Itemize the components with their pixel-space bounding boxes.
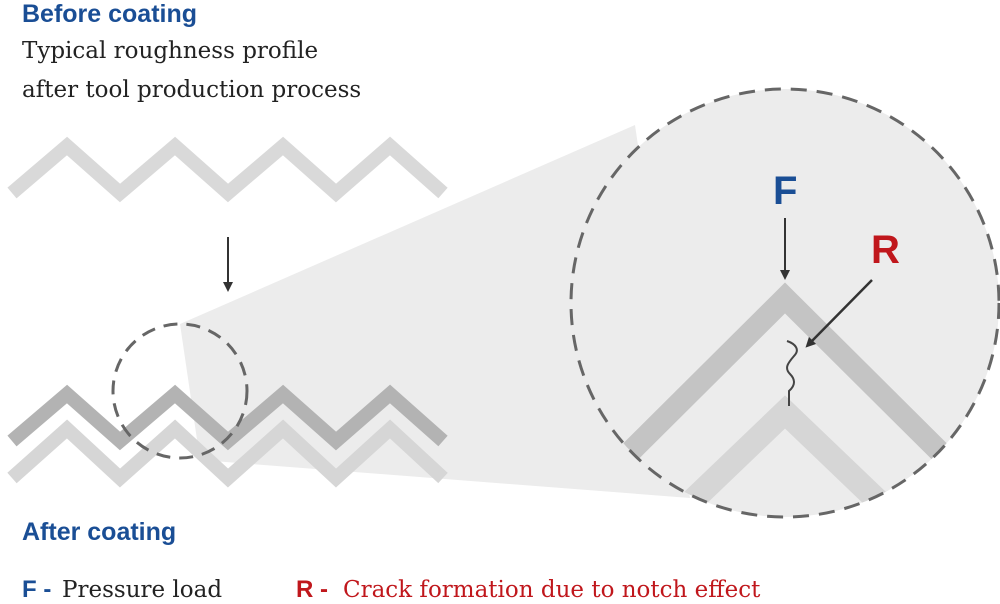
magnified-substrate-profile xyxy=(611,395,959,517)
crack-line xyxy=(786,340,798,406)
magnifier-circle xyxy=(569,87,1000,519)
before-roughness-profile xyxy=(7,136,448,203)
magnified-coating-profile xyxy=(614,282,956,468)
legend-crack-text: Crack formation due to notch effect xyxy=(343,577,761,603)
force-label: F xyxy=(773,169,797,213)
legend-force-text: Pressure load xyxy=(62,577,222,603)
legend-crack-key: R - xyxy=(296,576,328,603)
before-description-line-1: Typical roughness profile xyxy=(22,38,318,64)
magnified-region-circle xyxy=(111,322,249,460)
crack-label: R xyxy=(871,228,900,272)
after-substrate-profile xyxy=(7,419,448,488)
before-description-line-2: after tool production process xyxy=(22,77,361,103)
before-coating-title: Before coating xyxy=(22,0,197,28)
after-coating-title: After coating xyxy=(22,518,176,546)
magnifier-lens xyxy=(180,125,690,498)
crack-pointer-arrow xyxy=(805,279,873,348)
after-coating-profile xyxy=(7,384,448,451)
legend-force-key: F - xyxy=(22,576,51,603)
